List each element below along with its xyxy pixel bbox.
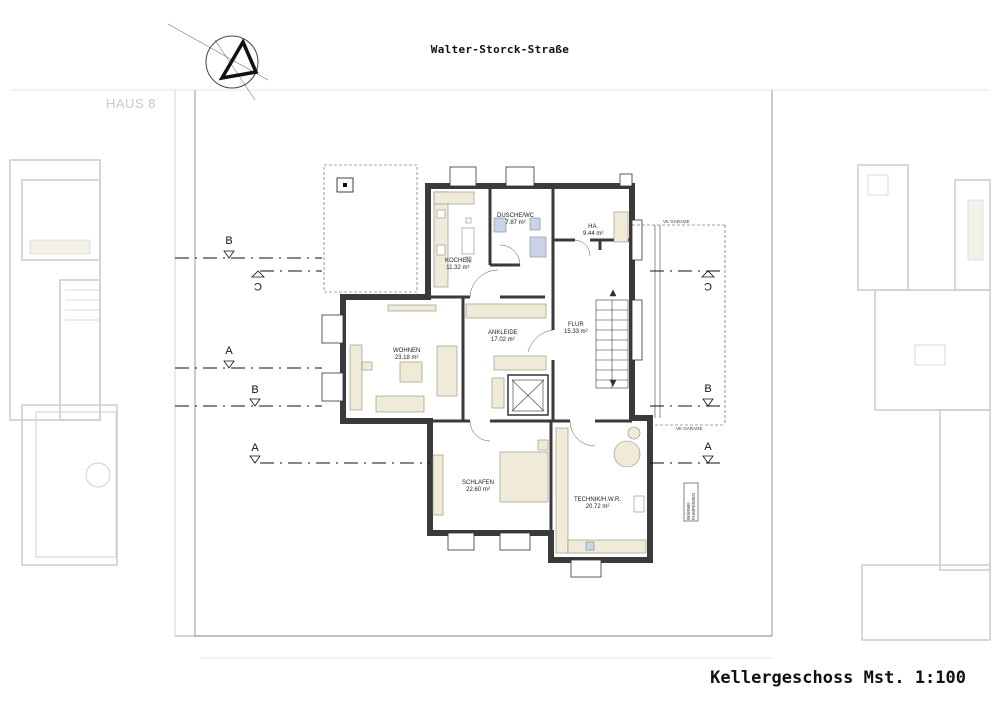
room-area: 15.33 m² <box>564 329 588 335</box>
room-area: 9.44 m² <box>583 231 604 237</box>
room-technik: TECHNIK/H.W.R. 20.72 m² <box>574 497 621 511</box>
doors <box>469 239 596 447</box>
room-ankleide: ANKLEIDE 17.02 m² <box>488 330 518 344</box>
room-area: 23.18 m² <box>394 355 419 361</box>
section-label-b-right: B <box>704 383 712 395</box>
neighbor-house-label: HAUS 8 <box>106 96 156 111</box>
room-name: HA. <box>588 224 599 230</box>
section-markers <box>223 250 715 464</box>
garage-label-bottom: VK GARAGE <box>676 426 703 431</box>
room-name: TECHNIK/H.W.R. <box>574 497 622 503</box>
inner-walls <box>428 186 632 533</box>
room-name: ANKLEIDE <box>488 330 518 336</box>
furniture <box>349 191 699 554</box>
street-name: Walter-Storck-Straße <box>430 43 570 56</box>
section-label-a-right: A <box>704 441 712 453</box>
staircase <box>595 289 629 389</box>
room-wohnen: WOHNEN 23.18 m² <box>393 348 420 362</box>
room-area: 20.72 m² <box>585 504 610 510</box>
room-name: FLUR <box>568 322 584 328</box>
neighbor-house-right <box>857 164 991 641</box>
room-flur: FLUR 15.33 m² <box>564 322 588 336</box>
site-outline <box>10 89 990 659</box>
section-label-c-right: C <box>704 280 712 292</box>
room-name: WOHNEN <box>393 348 421 354</box>
room-name: DUSCHE/WC <box>497 213 534 219</box>
room-area: 11.32 m² <box>446 265 470 271</box>
section-label-c-left: C <box>254 280 262 292</box>
room-area: 7.87 m² <box>505 220 526 226</box>
elevator <box>507 374 549 416</box>
plan-caption: Kellergeschoss Mst. 1:100 <box>710 668 966 688</box>
section-label-b-left-2: B <box>251 384 259 396</box>
section-lines <box>175 257 725 464</box>
carport-outline <box>323 164 418 293</box>
garage-label-top: VK GARAGE <box>663 219 690 224</box>
section-label-a-left-2: A <box>251 442 259 454</box>
room-dusche: DUSCHE/WC 7.87 m² <box>497 213 534 227</box>
neighbor-house-left <box>9 159 118 566</box>
room-ha: HA. 9.44 m² <box>583 224 603 238</box>
room-schlafen: SCHLAFEN 22.60 m² <box>462 480 494 494</box>
section-label-a-left: A <box>225 345 233 357</box>
room-kochen: KOCHEN 11.32 m² <box>445 258 471 272</box>
section-label-b-left: B <box>225 235 233 247</box>
room-area: 17.02 m² <box>491 337 515 343</box>
room-name: SCHLAFEN <box>462 480 495 486</box>
heat-pump-label: WÄRME-PUMPE/MEG <box>686 492 696 520</box>
garage-lines <box>632 224 726 426</box>
north-arrow-icon <box>167 23 269 101</box>
room-name: KOCHEN <box>445 258 471 264</box>
windows <box>321 166 643 578</box>
room-area: 22.60 m² <box>466 487 490 493</box>
